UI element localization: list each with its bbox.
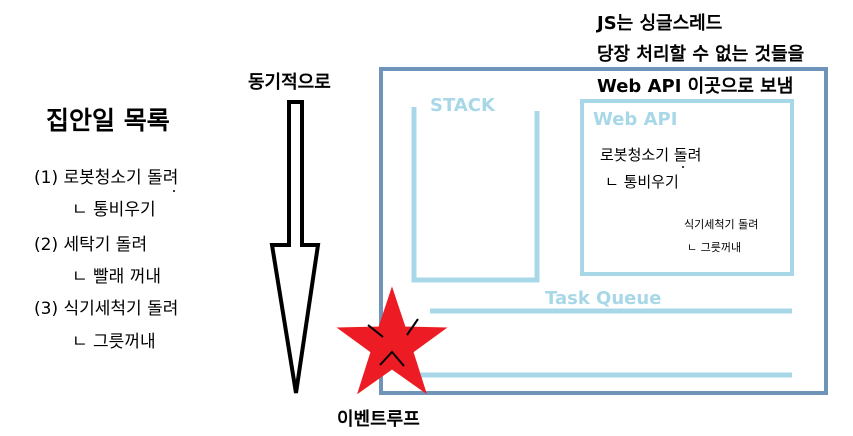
sync-arrow [269, 100, 321, 394]
event-loop-label: 이벤트루프 [337, 409, 420, 430]
todo-item-1: (1) 로봇청소기 돌려 [34, 168, 179, 188]
stack-label: STACK [430, 95, 495, 116]
runtime-box [379, 67, 828, 395]
stack-container [411, 107, 540, 283]
todo-subitem-1: ㄴ 통비우기 [72, 200, 156, 220]
webapi-item-1: 로봇청소기 돌려 [600, 146, 702, 164]
note-line-3: Web API 이곳으로 보냄 [597, 76, 794, 97]
todo-subitem-3: ㄴ 그릇꺼내 [72, 332, 156, 352]
arrow-label: 동기적으로 [248, 72, 331, 93]
note-line-2: 당장 처리할 수 없는 것들을 [597, 44, 805, 65]
note-line-1: JS는 싱글스레드 [597, 13, 723, 34]
dot-mark [173, 190, 175, 192]
todo-item-3: (3) 식기세척기 돌려 [34, 299, 179, 319]
dot-mark [682, 166, 684, 168]
webapi-box [580, 99, 794, 276]
webapi-label: Web API [593, 109, 678, 130]
todo-item-2: (2) 세탁기 돌려 [34, 235, 148, 255]
webapi-small-1: 식기세척기 돌려 [684, 218, 759, 231]
event-loop-star-icon [336, 286, 448, 395]
todo-title: 집안일 목록 [46, 106, 170, 135]
webapi-small-2: ㄴ 그릇꺼내 [687, 241, 742, 254]
webapi-item-2: ㄴ 통비우기 [605, 173, 679, 191]
task-queue-label: Task Queue [545, 288, 662, 309]
todo-subitem-2: ㄴ 빨래 꺼내 [72, 267, 162, 287]
